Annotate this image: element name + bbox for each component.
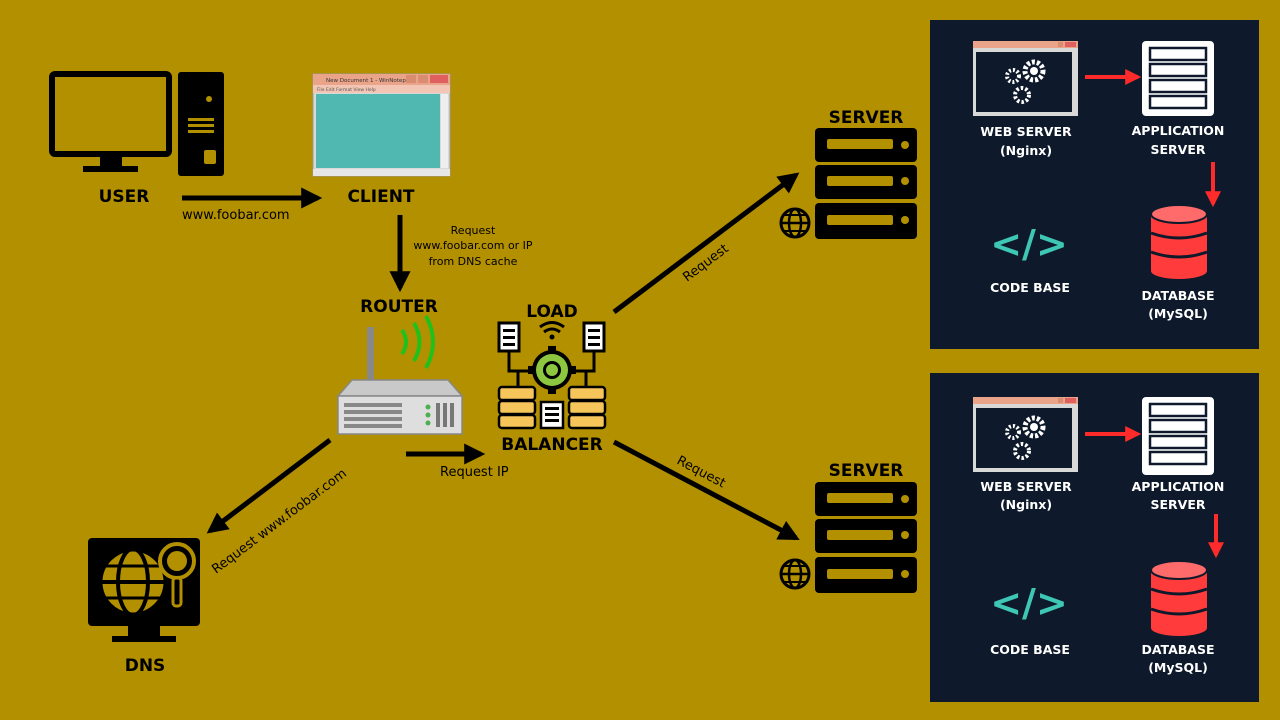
web-server-window-icon: [973, 397, 1078, 472]
client-to-router-line3: from DNS cache: [429, 255, 518, 268]
balancer-label: BALANCER: [501, 435, 603, 455]
client-label: CLIENT: [347, 187, 414, 207]
client-window-menu: File Edit Format View Help: [317, 87, 376, 93]
server-bottom-icon: [815, 482, 917, 593]
database-label: DATABASE: [1141, 642, 1214, 657]
database-icon: [1150, 204, 1208, 279]
router-icon: [336, 315, 464, 435]
application-server-icon: [1142, 397, 1214, 475]
user-to-client-label: www.foobar.com: [182, 208, 290, 223]
code-icon: </>: [990, 222, 1068, 266]
globe-icon: [779, 558, 811, 590]
app-server-label: APPLICATION: [1132, 479, 1225, 494]
router-to-lb-label: Request IP: [440, 465, 509, 480]
app-server-label: APPLICATION: [1132, 123, 1225, 138]
server-top-icon: [815, 128, 917, 239]
app-server-sublabel: SERVER: [1150, 142, 1205, 157]
router-label: ROUTER: [360, 297, 438, 317]
database-icon: [1150, 560, 1208, 636]
code-base-label: CODE BASE: [990, 280, 1070, 295]
arrow-lb-to-server-top: [612, 172, 800, 314]
database-sublabel: (MySQL): [1148, 306, 1208, 321]
arrow-router-to-dns: [206, 438, 332, 534]
client-window-title: New Document 1 - WinNotepad: [326, 78, 413, 84]
database-label: DATABASE: [1141, 288, 1214, 303]
server-top-label: SERVER: [829, 108, 904, 128]
client-to-router-line2: www.foobar.com or IP: [413, 239, 533, 252]
database-sublabel: (MySQL): [1148, 660, 1208, 675]
router-to-dns-label: Request www.foobar.com: [209, 466, 349, 577]
load-label: LOAD: [526, 302, 578, 322]
web-server-sublabel: (Nginx): [1000, 497, 1052, 512]
web-server-label: WEB SERVER: [980, 124, 1072, 139]
code-icon: </>: [990, 581, 1068, 625]
client-to-router-line1: Request: [451, 224, 496, 237]
web-server-label: WEB SERVER: [980, 479, 1072, 494]
dns-globe-monitor-icon: [88, 538, 200, 642]
user-computer-icon: [49, 71, 224, 176]
arrow-lb-to-server-bottom: [612, 439, 800, 541]
globe-icon: [779, 207, 811, 239]
load-balancer-icon: [497, 321, 607, 430]
web-server-sublabel: (Nginx): [1000, 143, 1052, 158]
application-server-icon: [1142, 41, 1214, 116]
app-server-sublabel: SERVER: [1150, 497, 1205, 512]
client-window-icon: New Document 1 - WinNotepad File Edit Fo…: [312, 73, 451, 177]
server-detail-panel-bottom: WEB SERVER (Nginx) APPLICATION SERVER DA…: [930, 373, 1259, 702]
server-detail-panel-top: WEB SERVER (Nginx) APPLICATION SERVER DA…: [930, 20, 1259, 349]
dns-label: DNS: [125, 656, 166, 676]
code-base-label: CODE BASE: [990, 642, 1070, 657]
user-label: USER: [99, 187, 150, 207]
web-server-window-icon: [973, 41, 1078, 116]
server-bottom-label: SERVER: [829, 461, 904, 481]
lb-to-server-top-label: Request: [680, 241, 731, 285]
